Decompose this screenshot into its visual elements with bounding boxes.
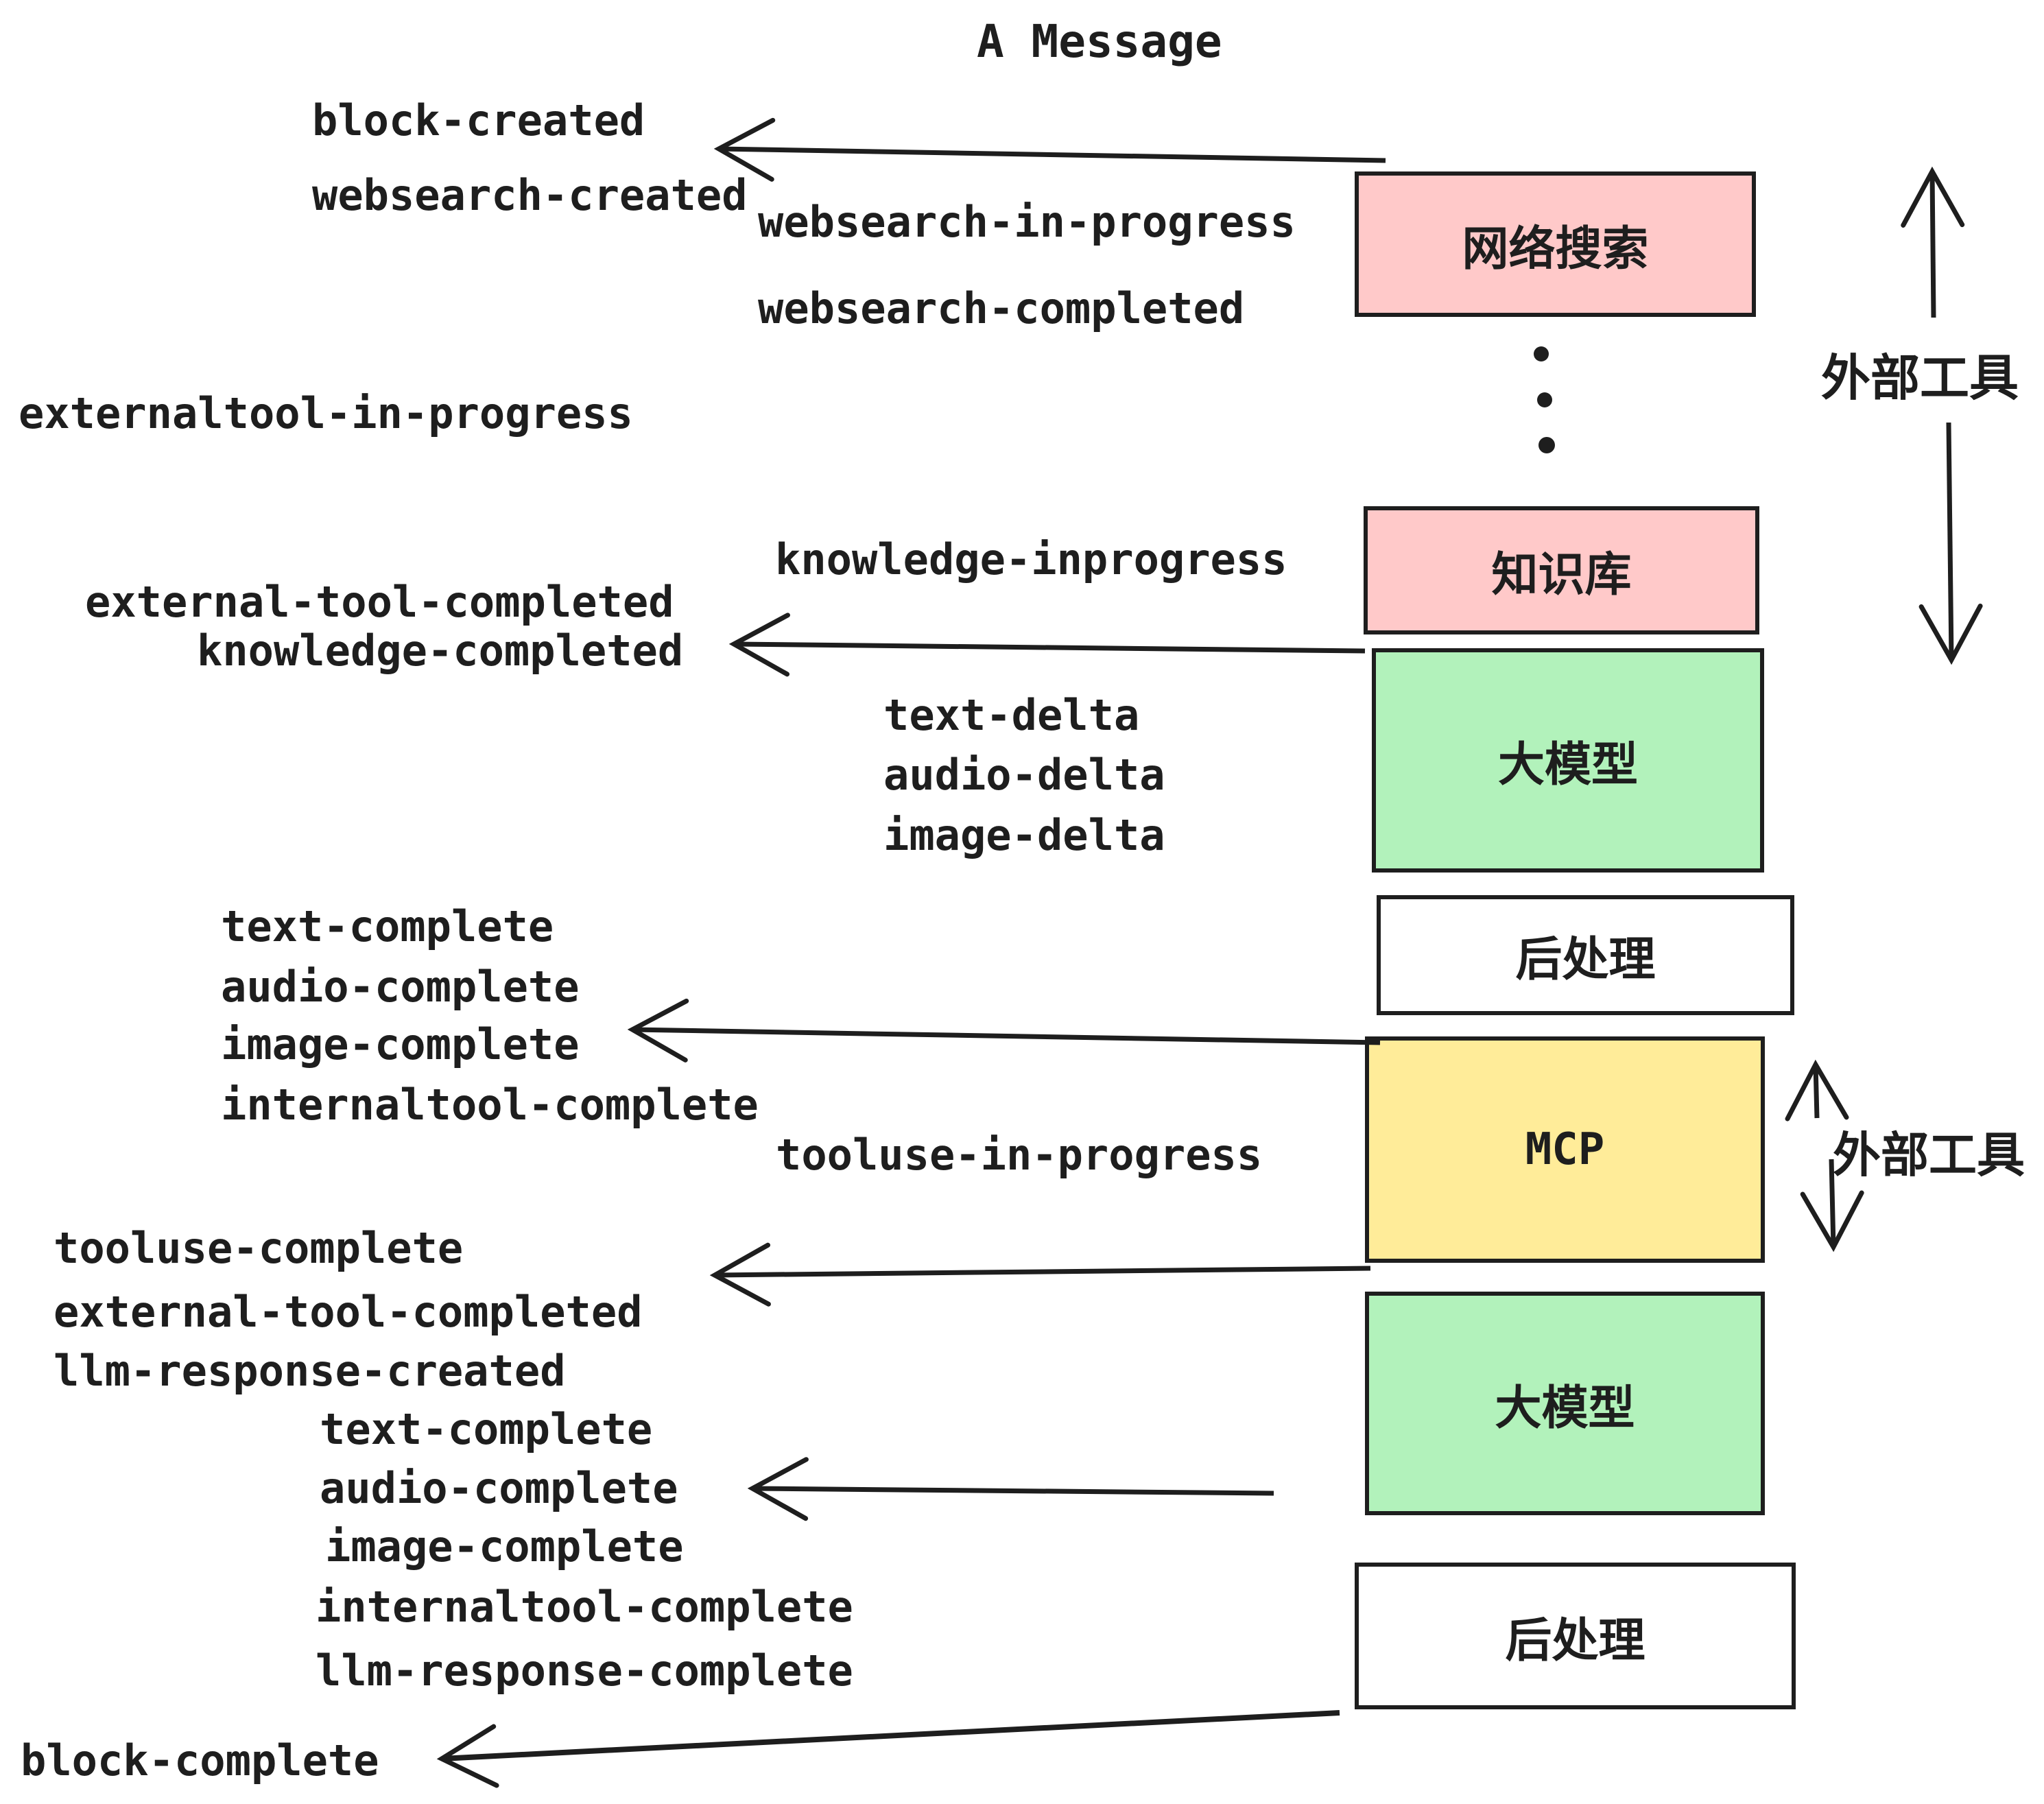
event-text-delta-1: text-delta bbox=[883, 690, 1140, 740]
arrow-websearch-to-created bbox=[713, 117, 1386, 182]
ellipsis-dot-1 bbox=[1534, 346, 1549, 361]
event-text-complete-2: text-complete bbox=[320, 1404, 653, 1454]
event-llm-response-created: llm-response-created bbox=[54, 1346, 566, 1396]
box-mcp-label: MCP bbox=[1525, 1124, 1605, 1175]
external-tools-label-top: 外部工具 bbox=[1821, 349, 2019, 407]
box-knowledge: 知识库 bbox=[1364, 506, 1759, 634]
event-knowledge-inprogress: knowledge-inprogress bbox=[775, 534, 1287, 584]
event-image-complete-2: image-complete bbox=[325, 1521, 684, 1571]
event-external-tool-completed: external-tool-completed bbox=[85, 577, 674, 627]
arrow-external-tools-mcp-up bbox=[1785, 1059, 1849, 1121]
arrow-external-tools-top-up bbox=[1901, 166, 1965, 318]
event-image-delta-1: image-delta bbox=[883, 810, 1165, 860]
event-externaltool-in-progress: externaltool-in-progress bbox=[19, 388, 633, 438]
arrow-post1-to-complete-group bbox=[627, 998, 1381, 1063]
arrow-post2-to-block-complete bbox=[436, 1710, 1340, 1788]
box-llm-1: 大模型 bbox=[1372, 648, 1764, 873]
ellipsis-dot-3 bbox=[1538, 437, 1555, 453]
box-llm-2: 大模型 bbox=[1365, 1292, 1765, 1515]
arrow-mcp-to-tooluse-complete bbox=[709, 1242, 1371, 1307]
event-block-complete: block-complete bbox=[21, 1735, 379, 1785]
event-websearch-created: websearch-created bbox=[312, 170, 748, 220]
event-internaltool-complete-1: internaltool-complete bbox=[221, 1080, 759, 1130]
arrow-external-tools-top-down bbox=[1918, 422, 1983, 665]
event-image-complete-1: image-complete bbox=[221, 1019, 580, 1069]
box-postprocess-1: 后处理 bbox=[1377, 895, 1794, 1015]
event-audio-complete-2: audio-complete bbox=[320, 1463, 678, 1513]
event-internaltool-complete-2: internaltool-complete bbox=[316, 1582, 853, 1632]
box-postprocess-2: 后处理 bbox=[1355, 1563, 1796, 1709]
event-tooluse-complete: tooluse-complete bbox=[54, 1223, 464, 1273]
box-websearch: 网络搜索 bbox=[1355, 171, 1756, 317]
box-llm-1-label: 大模型 bbox=[1497, 738, 1638, 792]
arrow-llm2-to-audio-complete bbox=[747, 1457, 1274, 1521]
event-external-tool-completed-2: external-tool-completed bbox=[54, 1287, 643, 1337]
arrow-knowledge-to-completed bbox=[728, 613, 1366, 677]
event-text-complete-1: text-complete bbox=[221, 901, 554, 951]
box-websearch-label: 网络搜索 bbox=[1462, 222, 1649, 276]
box-llm-2-label: 大模型 bbox=[1495, 1381, 1635, 1436]
event-websearch-completed: websearch-completed bbox=[758, 283, 1245, 333]
external-tools-label-bottom: 外部工具 bbox=[1833, 1127, 2025, 1183]
box-postprocess-2-label: 后处理 bbox=[1505, 1613, 1645, 1668]
box-knowledge-label: 知识库 bbox=[1491, 548, 1632, 602]
event-llm-response-complete: llm-response-complete bbox=[316, 1646, 853, 1696]
event-websearch-in-progress: websearch-in-progress bbox=[758, 197, 1296, 247]
box-mcp: MCP bbox=[1365, 1036, 1765, 1263]
diagram-title: A Message bbox=[977, 15, 1222, 68]
event-audio-complete-1: audio-complete bbox=[221, 962, 580, 1012]
event-block-created: block-created bbox=[312, 95, 645, 145]
ellipsis-dot-2 bbox=[1537, 392, 1552, 407]
event-tooluse-in-progress: tooluse-in-progress bbox=[776, 1130, 1263, 1180]
box-postprocess-1-label: 后处理 bbox=[1515, 933, 1656, 987]
event-audio-delta-1: audio-delta bbox=[883, 750, 1165, 800]
event-knowledge-completed: knowledge-completed bbox=[197, 626, 684, 676]
